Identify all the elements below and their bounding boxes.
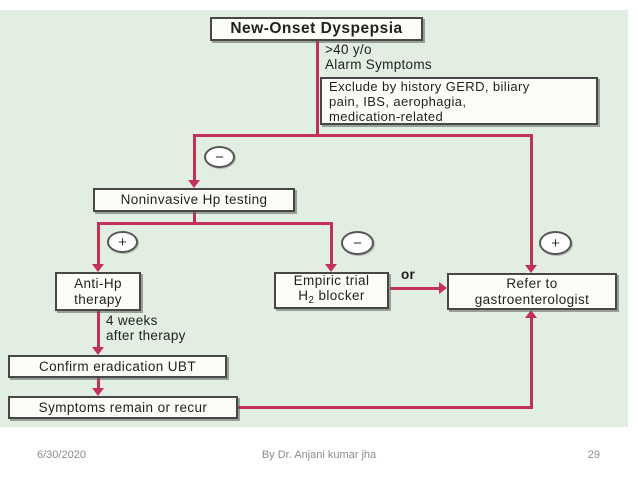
- minus-sign-badge-testing: −: [204, 146, 235, 168]
- minus-glyph: −: [215, 148, 224, 166]
- connector-branch-top: [193, 134, 533, 137]
- connector-to-antihp: [97, 222, 100, 264]
- arrowhead-refer-bottom: [525, 310, 537, 318]
- connector-to-noninvasive: [193, 134, 196, 180]
- exclude-history-box: Exclude by history GERD, biliary pain, I…: [320, 77, 598, 125]
- four-weeks-label: 4 weeks after therapy: [106, 313, 186, 343]
- connector-return-vertical: [530, 317, 533, 409]
- anti-hp-therapy-box: Anti-Hp therapy: [55, 272, 141, 311]
- arrowhead-or: [439, 282, 447, 294]
- alarm-symptoms-label: >40 y/o Alarm Symptoms: [325, 42, 432, 72]
- symptoms-remain-box: Symptoms remain or recur: [8, 396, 238, 419]
- arrowhead-symptoms: [92, 388, 104, 396]
- arrowhead-antihp: [92, 264, 104, 272]
- connector-title-down: [316, 40, 319, 135]
- or-label: or: [401, 267, 416, 282]
- arrowhead-confirm: [92, 347, 104, 355]
- plus-sign-badge-antihp: +: [107, 231, 138, 253]
- h2-subscript: 2: [308, 295, 315, 306]
- plus-glyph: +: [551, 234, 560, 252]
- refer-gastroenterologist-box: Refer to gastroenterologist: [447, 273, 617, 310]
- plus-sign-badge-refer: +: [539, 231, 572, 255]
- connector-to-confirm: [97, 311, 100, 347]
- arrowhead-noninvasive: [188, 180, 200, 188]
- footer-date: 6/30/2020: [37, 449, 86, 461]
- arrowhead-refer-top: [525, 265, 537, 273]
- footer-page-number: 29: [587, 449, 600, 461]
- minus-glyph: −: [353, 234, 362, 252]
- footer-author: By Dr. Anjani kumar jha: [261, 449, 377, 461]
- connector-noninvasive-down: [193, 212, 196, 225]
- connector-return-horizontal: [238, 406, 533, 409]
- plus-glyph: +: [118, 233, 127, 251]
- connector-to-empiric: [330, 222, 333, 264]
- connector-or: [390, 287, 439, 290]
- connector-to-symptoms: [97, 375, 100, 389]
- title-box: New-Onset Dyspepsia: [210, 17, 423, 41]
- arrowhead-empiric: [325, 264, 337, 272]
- confirm-eradication-box: Confirm eradication UBT: [8, 355, 227, 378]
- noninvasive-hp-testing-box: Noninvasive Hp testing: [93, 188, 295, 212]
- connector-branch-middle: [97, 222, 333, 225]
- minus-sign-badge-empiric: −: [341, 231, 374, 255]
- connector-to-refer: [530, 134, 533, 266]
